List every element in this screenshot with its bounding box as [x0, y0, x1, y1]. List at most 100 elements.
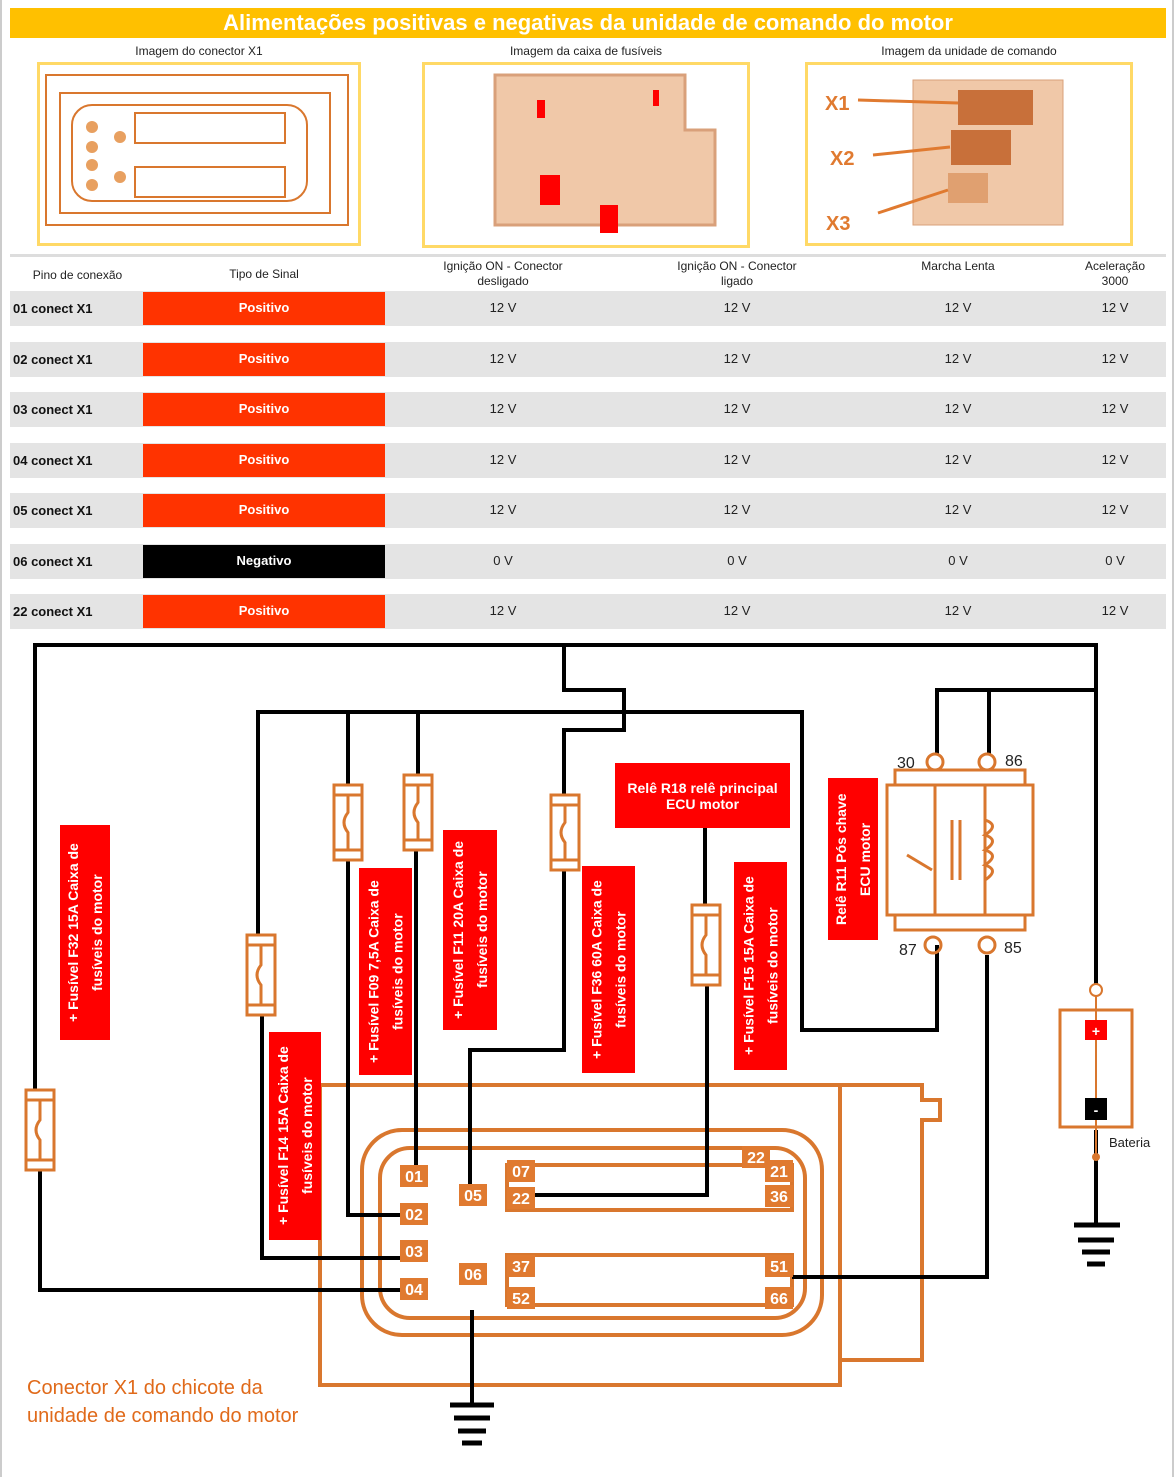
- voltage-cell: 0 V: [948, 552, 968, 568]
- pin-box: [507, 1287, 535, 1309]
- pin-box: [507, 1160, 535, 1182]
- battery-label: Bateria: [1109, 1135, 1151, 1150]
- header-3000: Aceleração 3000: [1084, 259, 1146, 288]
- connector-x1-image: [37, 62, 361, 246]
- wires: [33, 643, 1098, 1405]
- label-fuse-f32: + Fusível F32 15A Caixa de fusíveis do m…: [60, 825, 110, 1040]
- relay-pin-86: 86: [1005, 753, 1023, 770]
- connector-pin-label: 22: [512, 1191, 530, 1208]
- connector-pin-label: 36: [770, 1189, 788, 1206]
- voltage-cell: 12 V: [944, 451, 972, 467]
- voltage-cell: 12 V: [723, 603, 751, 618]
- pin-cell: 04 conect X1: [13, 452, 93, 468]
- connector-pin-label: 04: [405, 1282, 423, 1299]
- signal-type-cell: Positivo: [143, 292, 385, 325]
- label-fuse-f14: + Fusível F14 15A Caixa de fusíveis do m…: [269, 1032, 321, 1240]
- connector-pin-label: 07: [512, 1164, 530, 1181]
- connector-pin-label: 21: [770, 1164, 788, 1181]
- fusebox-image: [422, 62, 750, 248]
- fuse-icon: [332, 783, 364, 862]
- fuse-icon: [24, 1088, 56, 1172]
- pin-box: [400, 1203, 428, 1225]
- ecu-label-x3: X3: [826, 213, 850, 235]
- fuse-icon: [245, 933, 277, 1017]
- voltage-cell: 12 V: [944, 502, 972, 517]
- connector-pin-label: 03: [405, 1244, 423, 1261]
- pin-box: [507, 1255, 535, 1277]
- pin-cell: 06 conect X1: [13, 553, 93, 569]
- voltage-cell: 12 V: [723, 401, 751, 416]
- voltage-cell: 12 V: [1101, 502, 1129, 517]
- voltage-cell: 12 V: [944, 401, 972, 416]
- signal-type-cell: Positivo: [143, 443, 385, 477]
- label-relay-r11: Relê R11 Pós chave ECU motor: [828, 778, 878, 940]
- battery-plus: +: [1092, 1023, 1100, 1039]
- pin-box: [400, 1165, 428, 1187]
- voltage-cell: 12 V: [1101, 603, 1129, 618]
- pin-cell: 01 conect X1: [13, 301, 93, 316]
- pin-cell: 02 conect X1: [13, 351, 93, 367]
- pin-box: [459, 1263, 487, 1285]
- signal-type-cell: Positivo: [143, 595, 385, 628]
- connector-pin-label: 37: [512, 1259, 530, 1276]
- connector-pin-label: 22: [747, 1150, 765, 1167]
- connector-x1-outline: [318, 1083, 942, 1387]
- connector-image-caption: Imagem do conector X1: [135, 44, 263, 58]
- header-ign-off: Ignição ON - Conector desligado: [443, 259, 563, 288]
- pin-box: [765, 1160, 793, 1182]
- relay-pin-30: 30: [897, 755, 915, 772]
- pin-box: [400, 1240, 428, 1262]
- voltage-cell: 12 V: [489, 502, 517, 517]
- connector-pin-label: 06: [464, 1267, 482, 1284]
- pin-box: [507, 1187, 535, 1209]
- relay-pin-87: 87: [899, 942, 917, 959]
- label-relay-r18: Relê R18 relê principal ECU motor: [615, 763, 790, 828]
- voltage-cell: 0 V: [1105, 552, 1125, 568]
- voltage-cell: 0 V: [493, 552, 513, 568]
- ecu-drawing: X1 X2 X3: [825, 79, 1064, 235]
- connector-pin-label: 02: [405, 1207, 423, 1224]
- connector-pin-label: 01: [405, 1169, 423, 1186]
- signal-type-cell: Positivo: [143, 393, 385, 426]
- label-fuse-f15: + Fusível F15 15A Caixa de fusíveis do m…: [734, 862, 787, 1070]
- label-fuse-f11: + Fusível F11 20A Caixa de fusíveis do m…: [443, 830, 497, 1030]
- voltage-cell: 12 V: [723, 451, 751, 467]
- signal-type-cell: Positivo: [143, 342, 385, 376]
- ground-symbols: [450, 1222, 1120, 1446]
- fuse-icon: [402, 773, 434, 852]
- voltage-cell: 12 V: [489, 350, 517, 366]
- fusebox-drawing: [493, 73, 717, 233]
- pin-box: [765, 1255, 793, 1277]
- signal-type-cell: Negativo: [143, 544, 385, 578]
- header-idle: Marcha Lenta: [921, 259, 995, 273]
- voltage-cell: 12 V: [489, 401, 517, 416]
- page-title: Alimentações positivas e negativas da un…: [10, 8, 1166, 38]
- voltage-cell: 12 V: [944, 300, 972, 315]
- fuse-icon: [690, 903, 722, 987]
- voltage-cell: 12 V: [1101, 350, 1129, 366]
- fuse-icon: [549, 793, 581, 872]
- ecu-image: X1 X2 X3: [805, 62, 1133, 246]
- label-fuse-f09: + Fusível F09 7,5A Caixa de fusíveis do …: [359, 868, 412, 1075]
- connector-x1-drawing: [45, 74, 349, 226]
- pin-box: [400, 1278, 428, 1300]
- voltage-cell: 12 V: [489, 451, 517, 467]
- header-pin: Pino de conexão: [32, 268, 123, 282]
- voltage-cell: 12 V: [723, 502, 751, 517]
- voltage-cell: 12 V: [723, 300, 751, 315]
- connector-pin-label: 51: [770, 1259, 788, 1276]
- voltage-cell: 12 V: [1101, 300, 1129, 315]
- pin-box: [765, 1185, 793, 1207]
- connector-pin-label: 52: [512, 1291, 530, 1308]
- fusebox-image-caption: Imagem da caixa de fusíveis: [509, 44, 663, 58]
- header-type: Tipo de Sinal: [229, 267, 299, 281]
- ecu-image-caption: Imagem da unidade de comando: [881, 44, 1057, 58]
- relay-pin-85: 85: [1004, 940, 1022, 957]
- voltage-cell: 12 V: [1101, 451, 1129, 467]
